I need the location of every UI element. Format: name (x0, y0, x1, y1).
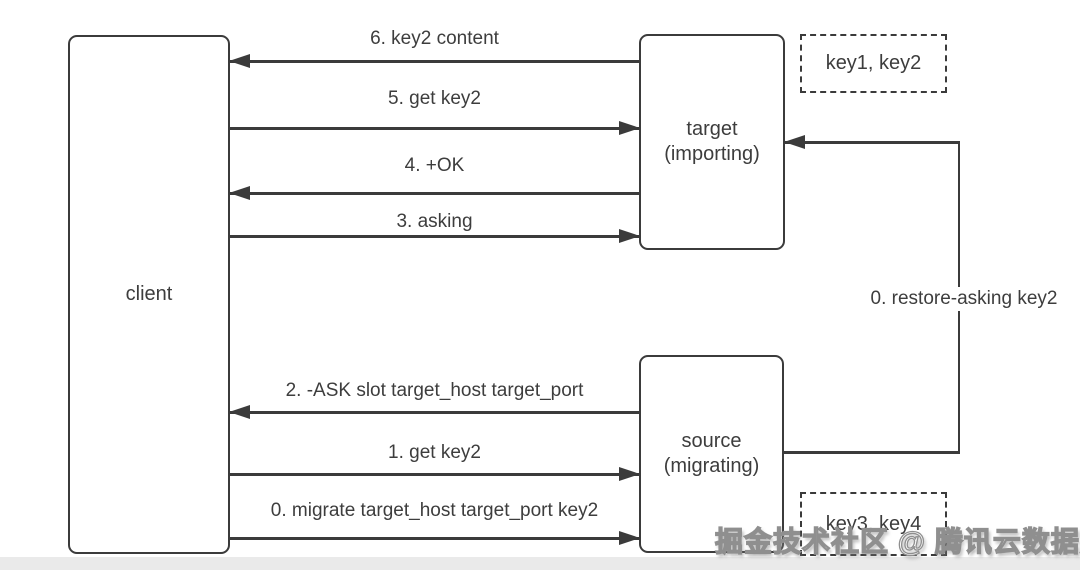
message-arrow-1 (230, 466, 640, 481)
message-label-3: 3. asking (396, 211, 473, 232)
keybox-source-keys-label: key3, key4 (825, 512, 922, 535)
node-source-label-line1: source (681, 430, 742, 452)
node-target-label-line1: target (686, 118, 738, 140)
watermark-text: 掘金技术社区 @ 腾讯云数据库 (714, 525, 1080, 557)
keybox-source-keys: key3, key4 (800, 492, 947, 556)
message-label-restore-asking: 0. restore-asking key2 (850, 287, 1078, 311)
arrow-line (230, 411, 639, 414)
arrow-line (230, 60, 639, 63)
arrowhead-right-icon (619, 466, 640, 481)
restore-connector-top-segment (784, 134, 958, 149)
footer-strip (0, 557, 1080, 570)
arrow-line (230, 235, 639, 238)
message-arrow-3 (230, 228, 640, 243)
keybox-target-keys: key1, key2 (800, 34, 947, 93)
message-arrow-0 (230, 530, 640, 545)
restore-connector-bottom-segment (784, 451, 960, 454)
node-client-label: client (125, 283, 173, 305)
node-target-label-line2: (importing) (664, 143, 760, 165)
arrowhead-left-icon (784, 134, 805, 149)
arrow-line (230, 537, 639, 540)
message-arrow-5 (230, 120, 640, 135)
message-arrow-6 (229, 53, 639, 68)
arrowhead-left-icon (229, 185, 250, 200)
node-target: target (importing) (639, 34, 785, 250)
arrow-line (785, 141, 958, 144)
message-label-6: 6. key2 content (370, 28, 499, 49)
message-label-2: 2. -ASK slot target_host target_port (285, 380, 584, 401)
message-arrow-2 (229, 404, 639, 419)
message-label-5: 5. get key2 (388, 88, 481, 109)
message-arrow-4 (229, 185, 639, 200)
keybox-target-keys-label: key1, key2 (825, 52, 922, 74)
arrowhead-right-icon (619, 120, 640, 135)
message-label-0: 0. migrate target_host target_port key2 (270, 500, 599, 521)
arrowhead-right-icon (619, 530, 640, 545)
node-client: client (68, 35, 230, 554)
node-source: source (migrating) (639, 355, 784, 553)
message-label-1: 1. get key2 (388, 442, 481, 463)
arrowhead-right-icon (619, 228, 640, 243)
node-source-label-line2: (migrating) (663, 455, 760, 477)
arrowhead-left-icon (229, 404, 250, 419)
arrow-line (230, 192, 639, 195)
arrowhead-left-icon (229, 53, 250, 68)
message-label-4: 4. +OK (404, 155, 465, 176)
arrow-line (230, 127, 639, 130)
arrow-line (230, 473, 639, 476)
